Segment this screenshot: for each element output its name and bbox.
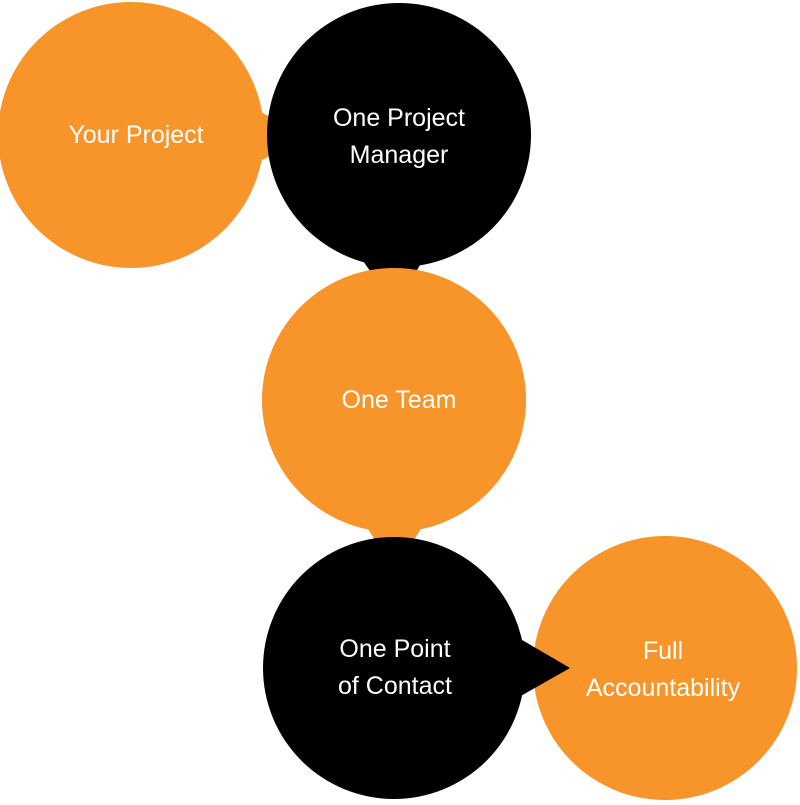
node-your-project-line-1: Your Project xyxy=(68,120,204,149)
node-project-manager-line-1: One Project xyxy=(332,104,465,132)
node-accountability-line-2: Accountability xyxy=(585,674,741,702)
node-accountability-label: Full Accountability xyxy=(548,620,778,720)
node-point-of-contact-bubble xyxy=(263,537,570,799)
node-project-manager-label: One Project Manager xyxy=(284,87,514,187)
node-point-of-contact-label: One Point of Contact xyxy=(280,618,510,718)
point-of-contact-circle xyxy=(263,537,525,799)
point-of-contact-pointer xyxy=(505,630,570,705)
project-manager-circle xyxy=(267,3,531,267)
node-accountability-bubble xyxy=(533,536,797,800)
node-project-manager-line-2: Manager xyxy=(349,141,449,169)
your-project-circle xyxy=(0,2,264,268)
node-point-of-contact-line-1: One Point xyxy=(339,635,451,663)
node-point-of-contact-line-2: of Contact xyxy=(338,672,452,700)
node-your-project-label: Your Project xyxy=(21,85,251,185)
accountability-circle xyxy=(533,536,797,800)
node-team-label: One Team xyxy=(284,350,514,450)
node-team-line-1: One Team xyxy=(341,385,457,414)
node-accountability-line-1: Full xyxy=(642,637,684,665)
team-circle xyxy=(262,268,526,532)
